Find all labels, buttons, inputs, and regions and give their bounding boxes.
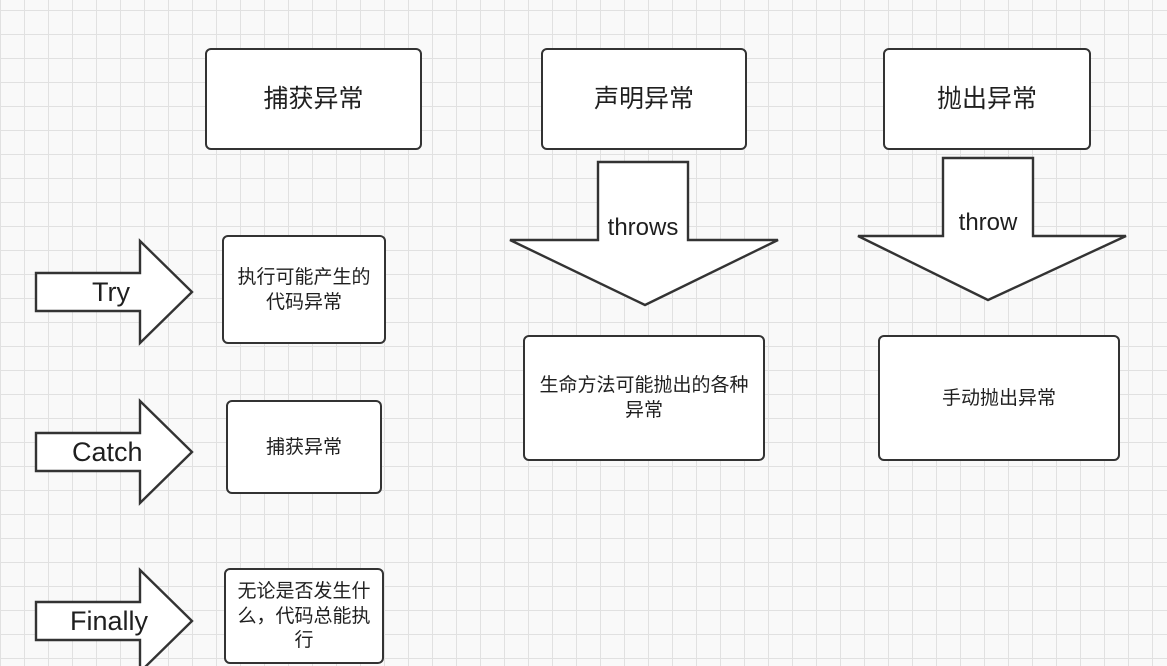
declare-exception-header-text: 声明异常: [593, 83, 694, 113]
throws-label: throws: [607, 214, 679, 241]
throw-label: throw: [958, 209, 1018, 236]
catch-label: Catch: [72, 437, 143, 467]
finally-description-text: 无论是否发生什么，代码总能执行: [237, 579, 371, 652]
try-description-text: 执行可能产生的代码异常: [237, 265, 371, 313]
throw-down-arrow: [857, 156, 1127, 302]
try-label: Try: [92, 277, 130, 307]
catch-arrow: [34, 398, 194, 506]
throw-exception-header-text: 抛出异常: [936, 83, 1037, 113]
catch-exception-header-text: 捕获异常: [263, 83, 364, 113]
throw-description-text: 手动抛出异常: [941, 386, 1056, 409]
throw-description-box: 手动抛出异常: [878, 335, 1120, 461]
try-description-box: 执行可能产生的代码异常: [222, 235, 386, 344]
finally-arrow: [34, 567, 194, 666]
finally-label: Finally: [70, 606, 149, 636]
throw-exception-header: 抛出异常: [883, 48, 1091, 150]
declare-description-text: 生命方法可能抛出的各种异常: [539, 374, 749, 421]
catch-exception-header: 捕获异常: [205, 48, 422, 150]
throws-down-arrow: [509, 160, 779, 307]
declare-exception-header: 声明异常: [541, 48, 747, 150]
finally-description-box: 无论是否发生什么，代码总能执行: [224, 568, 384, 664]
catch-description-box: 捕获异常: [226, 400, 382, 494]
declare-description-box: 生命方法可能抛出的各种异常: [523, 335, 765, 461]
catch-description-text: 捕获异常: [265, 435, 342, 458]
try-arrow: [34, 238, 194, 346]
